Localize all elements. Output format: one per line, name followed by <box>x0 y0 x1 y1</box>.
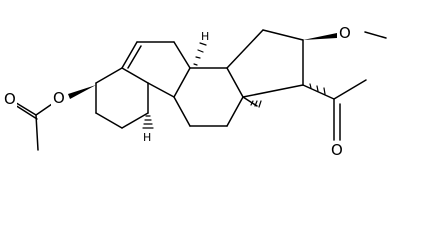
atom-labels: O O O O H H <box>3 24 353 159</box>
c5-c6-double-bond <box>127 45 142 69</box>
c14-hydrogen-label: H <box>201 30 209 43</box>
c16-acetyl-hash-bond <box>309 83 326 95</box>
acetyl-carbonyl-oxygen-label: O <box>331 141 343 159</box>
ring-a <box>95 67 149 129</box>
c10-hydrogen-label: H <box>143 131 151 144</box>
acetyl-group <box>302 79 367 141</box>
methoxy-oxygen-label: O <box>339 24 351 42</box>
chemical-structure-diagram: O O O O H H <box>3 24 387 159</box>
methyl-c13 <box>242 96 258 107</box>
acetate-carbonyl-oxygen-label: O <box>4 90 16 108</box>
stereo-hash-bonds <box>142 42 326 129</box>
c14-h-hash-bond <box>193 42 207 66</box>
ring-b <box>121 41 191 98</box>
c3-o-wedge-bond <box>68 85 96 99</box>
ring-d <box>226 29 304 98</box>
c10-h-hash-bond <box>142 115 154 129</box>
ring-c <box>173 67 244 127</box>
c16-o-wedge-bond <box>303 33 337 40</box>
acetate-ester-oxygen-label: O <box>53 89 65 107</box>
c13-methyl-hash-bond <box>250 100 262 108</box>
methoxy-group <box>303 31 387 40</box>
